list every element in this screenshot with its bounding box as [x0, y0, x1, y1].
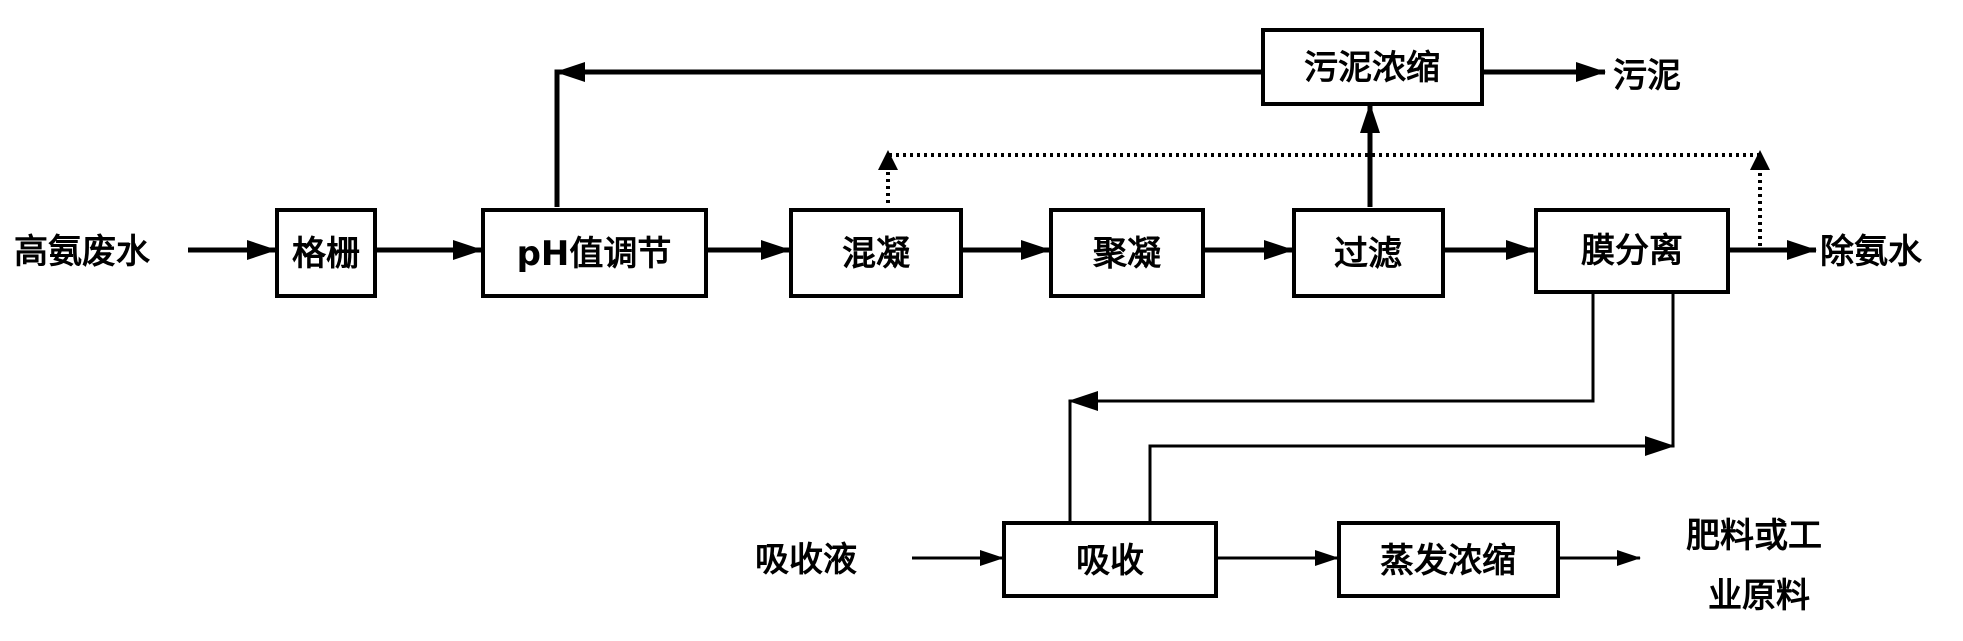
- label-ph-adjust: pH值调节: [517, 234, 672, 274]
- line-membrane-to-absorption: [1068, 292, 1595, 523]
- box-sludge-conc: 污泥浓缩: [1261, 28, 1484, 106]
- box-coagulation: 混凝: [789, 208, 963, 298]
- label-flocculation: 聚凝: [1092, 234, 1161, 274]
- label-absorption: 吸收: [1076, 541, 1144, 581]
- line-sludge-return: [554, 69, 1258, 207]
- line-absorption-to-membrane: [1148, 292, 1675, 523]
- label-filtration: 过滤: [1334, 234, 1402, 274]
- arrow-loop-left: [1068, 391, 1098, 411]
- label-product-line1: 肥料或工: [1686, 516, 1822, 556]
- label-sludge: 污泥: [1613, 56, 1681, 96]
- box-absorption: 吸收: [1002, 521, 1218, 598]
- label-absorbent: 吸收液: [755, 540, 857, 580]
- arrow-loop-right: [1645, 436, 1675, 456]
- box-evap-conc: 蒸发浓缩: [1337, 521, 1560, 598]
- dotted-up-arrowhead: [1750, 150, 1770, 170]
- label-input-wastewater: 高氨废水: [14, 232, 151, 272]
- box-membrane: 膜分离: [1534, 208, 1730, 294]
- dotted-recycle-line: [886, 153, 1762, 246]
- label-evap-conc: 蒸发浓缩: [1380, 541, 1516, 581]
- label-sludge-conc: 污泥浓缩: [1304, 48, 1440, 88]
- label-output-water: 除氨水: [1820, 232, 1923, 272]
- box-filtration: 过滤: [1292, 208, 1445, 298]
- dotted-left-arrowhead: [878, 150, 898, 170]
- box-grille: 格栅: [275, 208, 377, 298]
- box-ph-adjust: pH值调节: [481, 208, 708, 298]
- label-grille: 格栅: [292, 234, 360, 274]
- box-flocculation: 聚凝: [1049, 208, 1205, 298]
- label-membrane: 膜分离: [1581, 231, 1683, 271]
- label-coagulation: 混凝: [842, 234, 910, 274]
- label-product-line2: 业原料: [1708, 576, 1810, 616]
